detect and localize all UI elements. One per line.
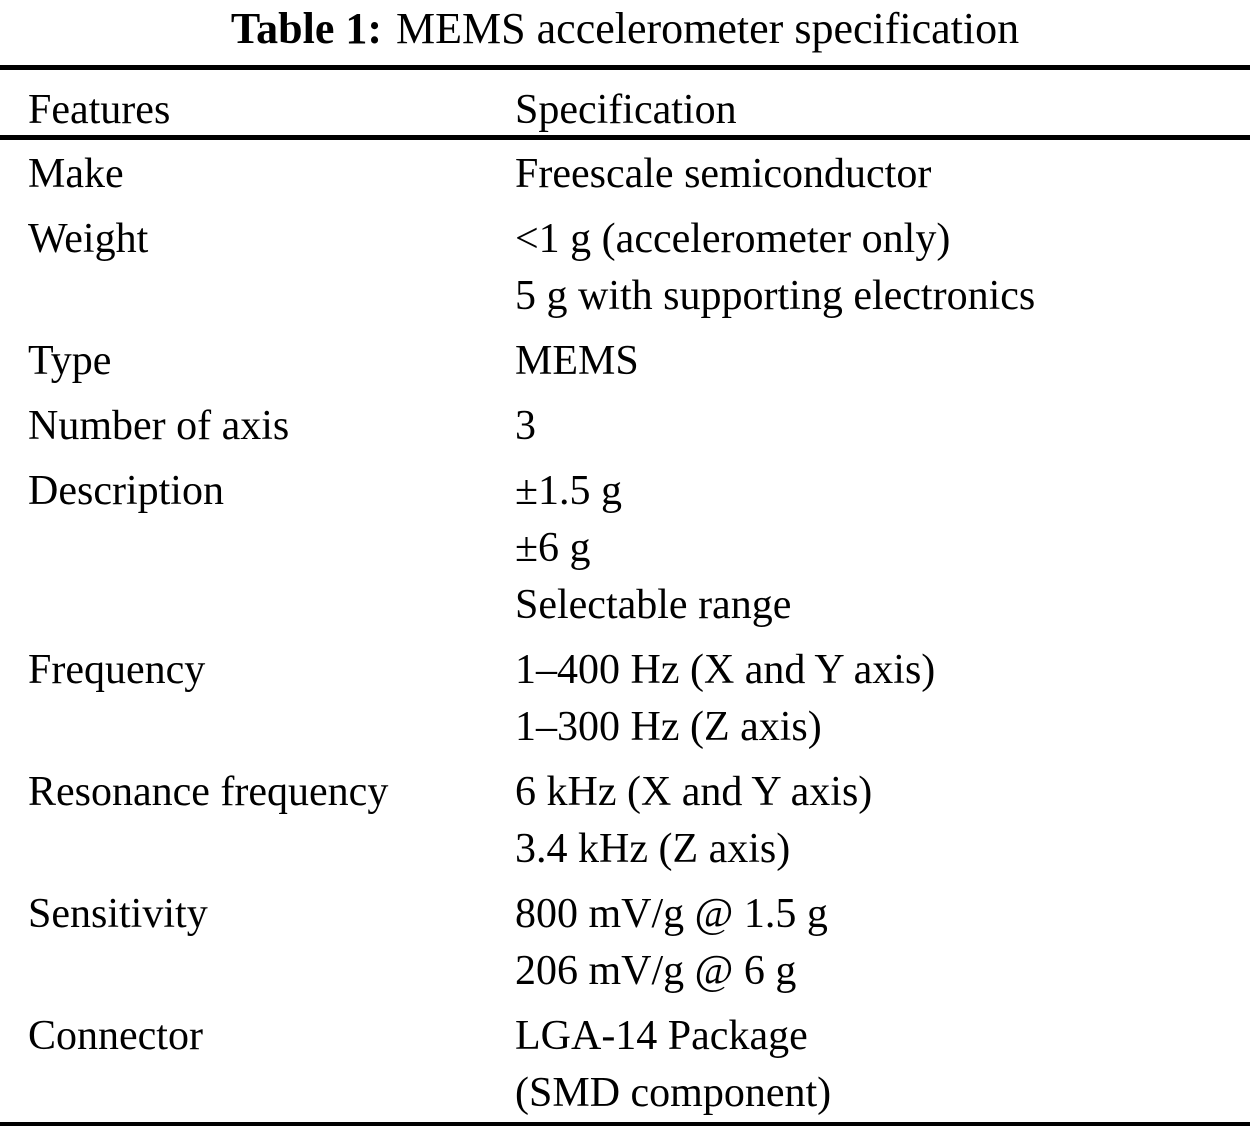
spec-line: MEMS [515, 338, 639, 384]
spec-line: 1–300 Hz (Z axis) [515, 704, 822, 750]
header-features: Features [28, 87, 171, 133]
spec-cell: 800 mV/g @ 1.5 g 206 mV/g @ 6 g [515, 886, 1250, 1000]
feature-cell: Frequency [28, 647, 206, 693]
spec-cell: Freescale semiconductor [515, 146, 1250, 203]
top-rule [0, 65, 1250, 70]
table-caption-label: Table 1: [230, 4, 383, 53]
table-row: Type MEMS [0, 333, 1250, 390]
feature-cell: Make [28, 151, 124, 197]
table-row: Weight <1 g (accelerometer only) 5 g wit… [0, 211, 1250, 325]
feature-cell: Type [28, 338, 112, 384]
spec-line: ±1.5 g [515, 468, 623, 514]
table-caption-text: MEMS accelerometer specification [396, 4, 1020, 53]
spec-line: LGA-14 Package [515, 1013, 808, 1059]
spec-cell: 1–400 Hz (X and Y axis) 1–300 Hz (Z axis… [515, 642, 1250, 756]
table-row: Make Freescale semiconductor [0, 146, 1250, 203]
spec-cell: LGA-14 Package (SMD component) [515, 1008, 1250, 1122]
bottom-rule [0, 1122, 1250, 1126]
spec-line: 206 mV/g @ 6 g [515, 948, 797, 994]
feature-cell: Connector [28, 1013, 203, 1059]
table-row: Resonance frequency 6 kHz (X and Y axis)… [0, 764, 1250, 878]
spec-line: <1 g (accelerometer only) [515, 216, 951, 262]
feature-cell: Description [28, 468, 224, 514]
spec-line: Selectable range [515, 582, 792, 628]
spec-line: 3.4 kHz (Z axis) [515, 826, 791, 872]
feature-cell: Sensitivity [28, 891, 208, 937]
table-row: Description ±1.5 g ±6 g Selectable range [0, 463, 1250, 634]
table-body: Make Freescale semiconductor Weight <1 g… [0, 140, 1250, 1122]
header-specification: Specification [515, 87, 737, 133]
table-caption: Table 1: MEMS accelerometer specification [0, 6, 1250, 52]
spec-line: (SMD component) [515, 1070, 832, 1116]
feature-cell: Number of axis [28, 403, 290, 449]
header-rule [0, 135, 1250, 140]
spec-cell: 6 kHz (X and Y axis) 3.4 kHz (Z axis) [515, 764, 1250, 878]
table-row: Sensitivity 800 mV/g @ 1.5 g 206 mV/g @ … [0, 886, 1250, 1000]
feature-cell: Resonance frequency [28, 769, 389, 815]
spec-line: 800 mV/g @ 1.5 g [515, 891, 828, 937]
table-row: Connector LGA-14 Package (SMD component) [0, 1008, 1250, 1122]
table-row: Frequency 1–400 Hz (X and Y axis) 1–300 … [0, 642, 1250, 756]
table-header-row: Features Specification [0, 70, 1250, 135]
spec-cell: <1 g (accelerometer only) 5 g with suppo… [515, 211, 1250, 325]
spec-line: ±6 g [515, 525, 591, 571]
table-row: Number of axis 3 [0, 398, 1250, 455]
spec-line: 5 g with supporting electronics [515, 273, 1036, 319]
spec-cell: MEMS [515, 333, 1250, 390]
spec-line: Freescale semiconductor [515, 151, 932, 197]
spec-cell: ±1.5 g ±6 g Selectable range [515, 463, 1250, 634]
spec-line: 1–400 Hz (X and Y axis) [515, 647, 936, 693]
spec-line: 6 kHz (X and Y axis) [515, 769, 873, 815]
feature-cell: Weight [28, 216, 149, 262]
spec-cell: 3 [515, 398, 1250, 455]
spec-line: 3 [515, 403, 536, 449]
